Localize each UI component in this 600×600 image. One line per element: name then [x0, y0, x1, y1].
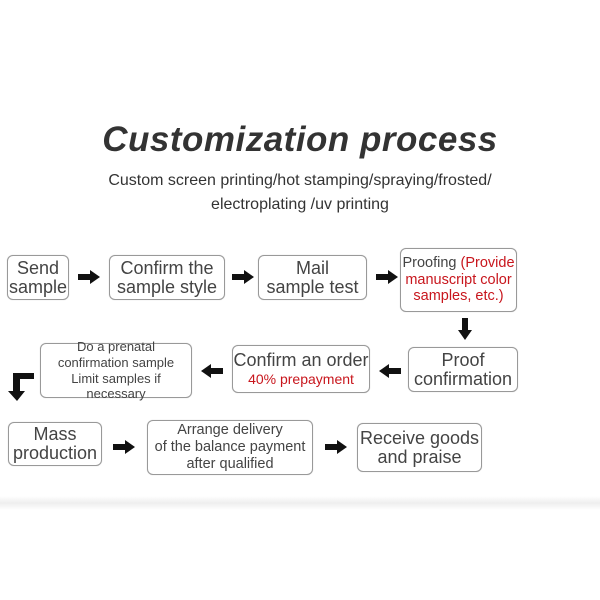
step-confirm-order: Confirm an order 40% prepayment [232, 345, 370, 393]
step-text: Mail [295, 257, 329, 278]
step-note: manuscript color [405, 271, 512, 288]
subtitle-line-2: electroplating /uv printing [211, 196, 389, 213]
step-text: Confirm the [120, 257, 214, 278]
step-text: production [12, 443, 98, 463]
page-title: Customization process [102, 120, 498, 159]
step-proof-confirmation: Proof confirmation [408, 347, 518, 392]
step-text: sample style [116, 276, 218, 297]
step-text: Arrange delivery [177, 422, 283, 439]
arrow-down-icon [458, 318, 472, 340]
step-receive-goods: Receive goods and praise [357, 423, 482, 472]
step-text: Do a prenatal [76, 339, 156, 355]
arrow-right-icon [113, 440, 135, 454]
step-text: of the balance payment [154, 439, 306, 456]
arrow-right-icon [376, 270, 398, 284]
step-text: confirmation [413, 368, 513, 389]
step-text: Confirm an order [233, 350, 369, 371]
arrow-left-icon [379, 364, 401, 378]
step-text: Mass [33, 424, 77, 445]
step-text: and praise [377, 446, 462, 467]
step-note: samples, etc.) [413, 288, 504, 305]
step-arrange-delivery: Arrange delivery of the balance payment … [147, 420, 313, 475]
arrow-right-icon [325, 440, 347, 454]
step-confirm-style: Confirm the sample style [109, 255, 225, 300]
step-text: confirmation sample [57, 354, 175, 370]
step-text: Proof [441, 349, 485, 370]
step-text: Send [16, 257, 60, 278]
step-note: (Provide [460, 254, 515, 271]
subtitle-line-1: Custom screen printing/hot stamping/spra… [108, 172, 492, 189]
step-text: Proofing [402, 254, 457, 271]
arrow-left-icon [201, 364, 223, 378]
step-mail-test: Mail sample test [258, 255, 367, 300]
divider-band [0, 496, 600, 510]
step-prenatal-sample: Do a prenatal confirmation sample Limit … [40, 339, 192, 401]
step-note: 40% prepayment [248, 371, 354, 388]
step-text: Limit samples if necessary [71, 370, 161, 402]
step-text: sample [8, 276, 68, 297]
step-text: sample test [266, 276, 359, 297]
arrow-bent-down-icon [8, 373, 34, 401]
arrow-right-icon [78, 270, 100, 284]
step-text: after qualified [186, 455, 274, 472]
step-mass-production: Mass production [8, 422, 102, 466]
step-text: Receive goods [359, 427, 480, 448]
arrow-right-icon [232, 270, 254, 284]
step-send-sample: Send sample [7, 255, 69, 300]
step-proofing: Proofing (Provide manuscript color sampl… [400, 248, 517, 312]
